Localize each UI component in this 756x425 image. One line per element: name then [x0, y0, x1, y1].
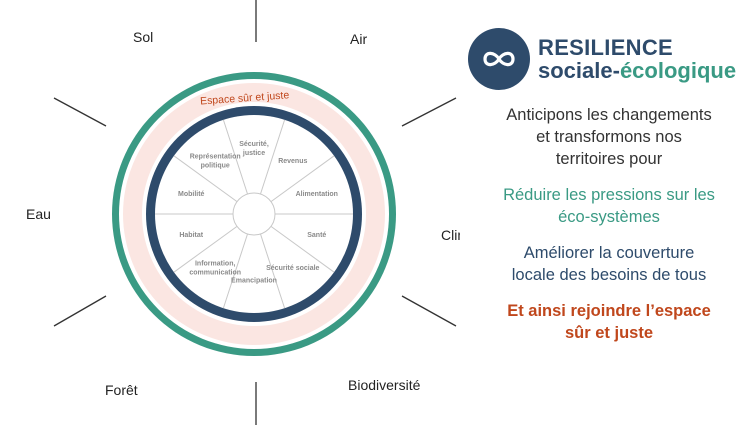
- logo-subtitle-part1: sociale-: [538, 58, 620, 83]
- sector-label: Alimentation: [296, 191, 338, 198]
- intro-line: territoires pour: [555, 150, 663, 168]
- sector-spoke: [260, 119, 286, 195]
- label-sol: Sol: [133, 29, 153, 45]
- logo-subtitle-part2: écologique: [619, 58, 737, 83]
- logo: RESILIENCE sociale-écologique: [468, 28, 750, 90]
- intro-text: Anticipons les changements et transformo…: [468, 104, 750, 170]
- sector-spoke: [222, 233, 248, 309]
- label-air: Air: [350, 31, 367, 47]
- intro-line: et transformons nos: [536, 128, 682, 146]
- safe-space-text: Et ainsi rejoindre l’espace sûr et juste: [468, 300, 750, 344]
- logo-subtitle: sociale-écologique: [538, 59, 736, 82]
- sector-label: Mobilité: [178, 191, 205, 198]
- label-eau: Eau: [26, 206, 51, 222]
- sector-spoke: [173, 155, 238, 203]
- doughnut-diagram: Sol Air Climat Biodiversité Forêt Eau Es…: [26, 0, 460, 425]
- orange-line: Et ainsi rejoindre l’espace: [507, 302, 711, 320]
- sector-spoke: [270, 225, 335, 273]
- sector-label: Emancipation: [231, 278, 277, 285]
- green-line: Réduire les pressions sur les: [503, 186, 715, 204]
- sector-label: Sécurité sociale: [266, 265, 319, 272]
- tick-upper-left: [53, 97, 107, 127]
- green-line: éco-systèmes: [558, 208, 660, 226]
- label-foret: Forêt: [105, 382, 138, 398]
- label-biodiversite: Biodiversité: [348, 377, 421, 393]
- intro-line: Anticipons les changements: [506, 106, 712, 124]
- sector-label: Information,communication: [189, 260, 241, 276]
- reduce-pressure-text: Réduire les pressions sur les éco-systèm…: [468, 184, 750, 228]
- sector-label: Sécurité,justice: [239, 141, 269, 157]
- tick-lower-right: [401, 295, 457, 327]
- sector-label: Santé: [307, 232, 326, 239]
- sector-spoke: [270, 155, 335, 203]
- sector-label: Habitat: [179, 232, 203, 239]
- infinity-icon: [468, 28, 530, 90]
- label-climat: Climat: [441, 227, 460, 243]
- sector-label: Revenus: [278, 158, 307, 165]
- blue-line: Améliorer la couverture: [523, 244, 695, 262]
- tick-upper-right: [401, 97, 457, 127]
- sector-spoke: [173, 225, 238, 273]
- sector-spoke: [222, 119, 248, 195]
- orange-line: sûr et juste: [564, 324, 654, 342]
- sector-spokes: [155, 119, 353, 309]
- logo-title: RESILIENCE: [538, 34, 674, 60]
- center-circle: [232, 192, 276, 236]
- tick-lower-left: [53, 295, 107, 327]
- blue-line: locale des besoins de tous: [511, 266, 707, 284]
- sector-spoke: [260, 233, 286, 309]
- improve-coverage-text: Améliorer la couverture locale des besoi…: [468, 242, 750, 286]
- right-panel: RESILIENCE sociale-écologique Anticipons…: [468, 28, 750, 344]
- boundary-ticks: [53, 0, 457, 425]
